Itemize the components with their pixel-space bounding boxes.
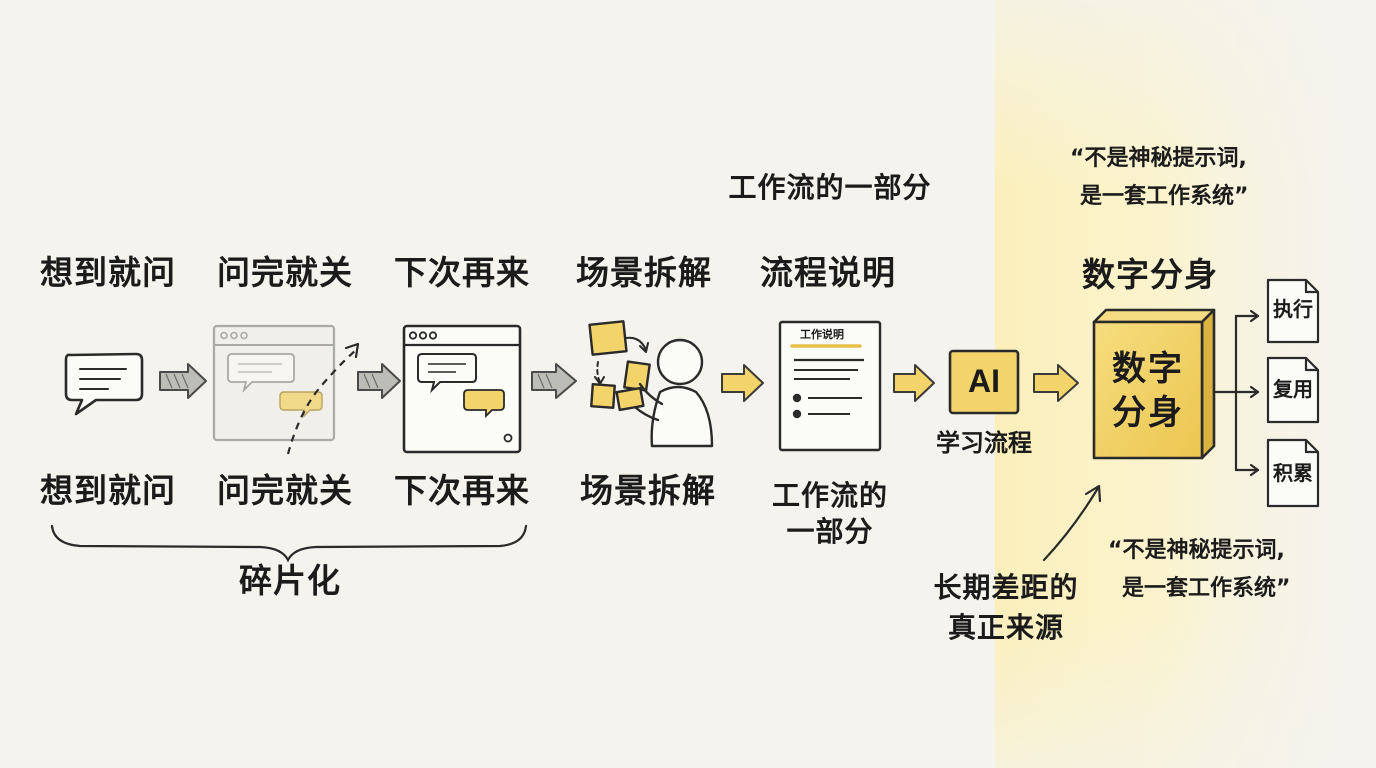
quote-top-line2: 是一套工作系统” <box>1080 184 1249 209</box>
output-label-accumulate: 积累 <box>1273 461 1313 485</box>
chat-window-icon <box>402 324 522 454</box>
stage-label-ask: 想到就问 <box>40 253 176 292</box>
ai-box-label: AI <box>968 363 1000 399</box>
chat-bubble-icon <box>64 352 144 416</box>
arrow-icon <box>159 363 207 399</box>
arrow-icon <box>531 363 577 399</box>
ai-box <box>948 349 1020 415</box>
faded-window-icon <box>212 324 360 455</box>
quote-top-line1: “不是神秘提示词, <box>1070 146 1247 171</box>
output-label-execute: 执行 <box>1273 297 1313 321</box>
quote-bottom-line1: “不是神秘提示词, <box>1108 538 1285 563</box>
stage-label-return: 下次再来 <box>394 253 530 292</box>
document-icon <box>778 320 882 452</box>
stage-label-ask-bottom: 想到就问 <box>40 471 176 510</box>
arrow-icon <box>721 364 764 402</box>
person-sorting-notes-icon <box>588 320 714 448</box>
fragmentation-brace <box>50 524 528 563</box>
arrow-icon <box>357 363 401 399</box>
output-connectors <box>1212 309 1260 477</box>
digital-twin-box-line1: 数字 <box>1112 349 1184 389</box>
workflow-label-bottom-line2: 一部分 <box>786 515 874 548</box>
gap-source-line1: 长期差距的 <box>933 571 1079 604</box>
output-card-accumulate <box>1266 438 1320 508</box>
stage-label-close-bottom: 问完就关 <box>217 471 353 510</box>
document-title: 工作说明 <box>800 328 844 341</box>
arrow-icon <box>1033 364 1079 402</box>
ai-caption: 学习流程 <box>936 429 1032 457</box>
digital-twin-box-line2: 分身 <box>1112 393 1184 433</box>
output-card-execute <box>1266 278 1320 344</box>
stage-label-breakdown-bottom: 场景拆解 <box>580 471 716 510</box>
digital-twin-title: 数字分身 <box>1082 255 1218 294</box>
stage-label-process: 流程说明 <box>760 253 896 292</box>
output-card-reuse <box>1266 356 1320 424</box>
quote-bottom-line2: 是一套工作系统” <box>1122 576 1291 601</box>
stage-label-return-bottom: 下次再来 <box>394 471 530 510</box>
stage-label-close: 问完就关 <box>217 253 353 292</box>
stage-label-breakdown: 场景拆解 <box>576 253 712 292</box>
gap-source-arrow <box>1042 484 1102 562</box>
gap-source-line2: 真正来源 <box>947 611 1065 644</box>
output-label-reuse: 复用 <box>1273 377 1313 401</box>
fragmentation-label: 碎片化 <box>239 561 341 600</box>
digital-twin-box <box>1092 308 1216 460</box>
arrow-icon <box>893 364 935 402</box>
workflow-label-top: 工作流的一部分 <box>728 171 932 204</box>
workflow-label-bottom-line1: 工作流的 <box>771 479 889 512</box>
